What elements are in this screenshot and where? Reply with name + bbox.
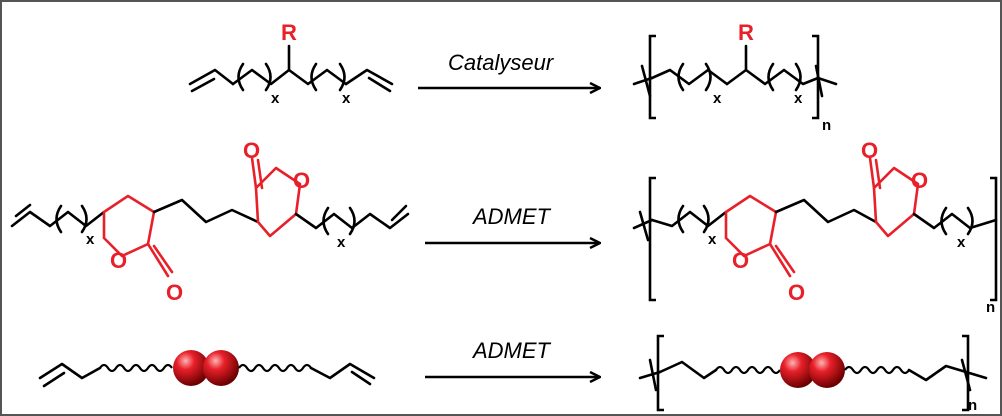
r-substituent: R [281,20,297,45]
x-index: x [957,234,966,251]
sphere-left [173,350,209,386]
oxygen-atom: O [788,280,805,305]
x-index: x [337,234,346,251]
row3-monomer [38,350,376,388]
row1-polymer [632,34,838,120]
r-substituent: R [738,20,754,45]
oxygen-atom: O [861,138,878,163]
row1-monomer [188,44,394,93]
x-index: x [708,231,717,248]
n-index: n [986,299,995,316]
x-index: x [794,90,803,107]
oxygen-atom: O [166,280,183,305]
x-index: x [86,231,95,248]
catalyst-label: Catalyseur [448,50,555,75]
oxygen-atom: O [732,248,749,273]
admet-label: ADMET [471,204,552,229]
oxygen-atom: O [293,168,310,193]
oxygen-atom: O [911,168,928,193]
admet-label: ADMET [471,338,552,363]
row2-monomer [10,156,410,278]
oxygen-atom: O [243,138,260,163]
n-index: n [968,397,977,414]
sphere-right [809,352,845,388]
row2-polymer [632,156,998,302]
n-index: n [822,117,831,134]
x-index: x [271,90,280,107]
sphere-left [780,352,816,388]
oxygen-atom: O [110,248,127,273]
x-index: x [713,90,722,107]
row3-polymer [638,334,988,412]
sphere-right [203,350,239,386]
x-index: x [342,90,351,107]
